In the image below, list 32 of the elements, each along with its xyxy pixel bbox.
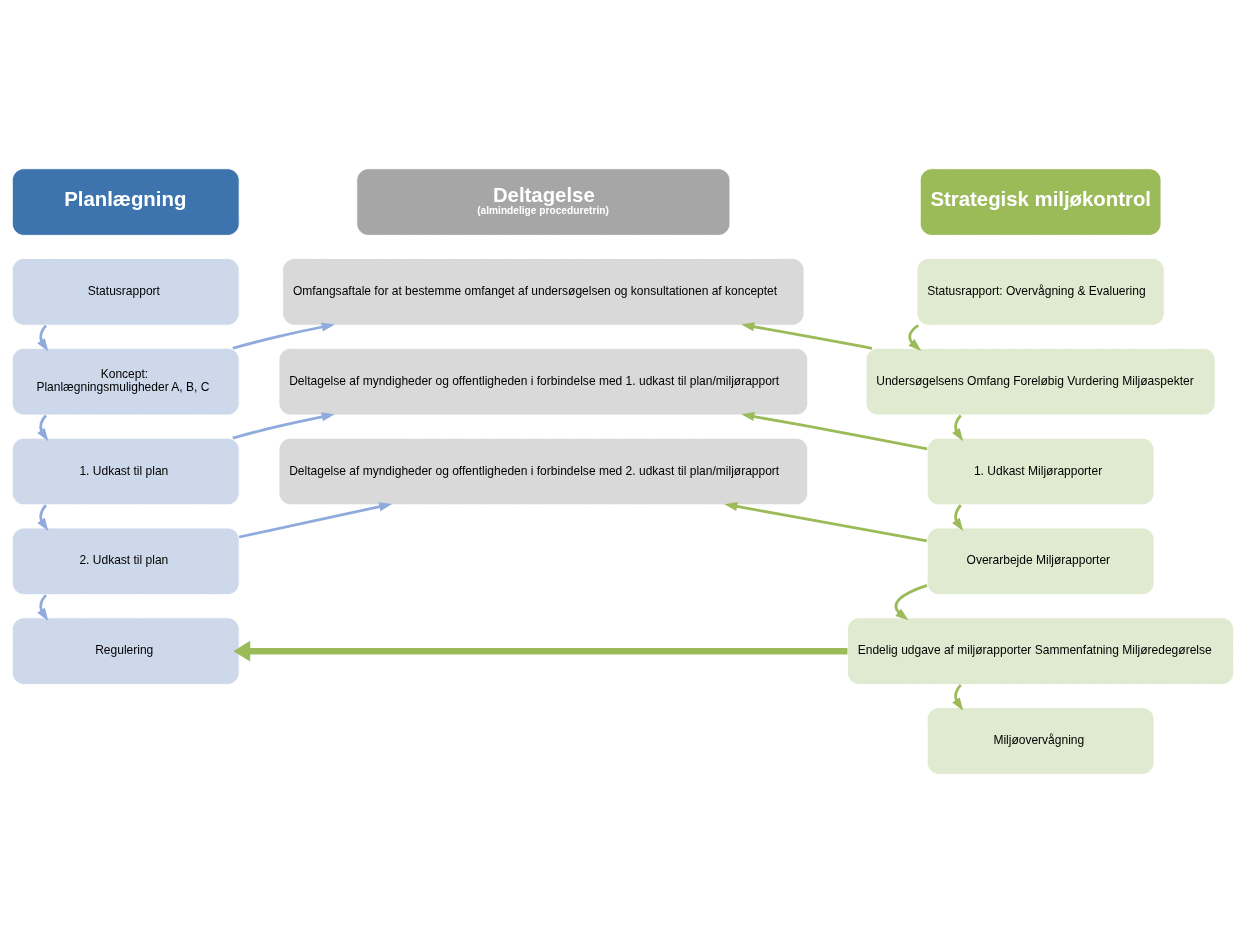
arrow	[952, 684, 964, 711]
node-box: 2. Udkast til plan	[11, 527, 240, 596]
arrow	[238, 502, 393, 539]
arrow	[724, 501, 928, 543]
node-box: Endelig udgave af miljørapporter Sammenfatning Miljøredegørelse	[847, 617, 1235, 685]
node-box: Koncept: Planlægningsmuligheder A, B, C	[11, 347, 240, 416]
node-box: Miljøovervågning	[926, 707, 1155, 775]
node-box: Omfangsaftale for at bestemme omfanget af undersøgelsen og konsultationen af konceptet	[282, 258, 805, 326]
arrow	[894, 584, 928, 621]
arrow	[37, 414, 49, 442]
node-box: Strategisk miljøkontrol	[919, 168, 1162, 236]
node-box: Deltagelse (almindelige proceduretrin)	[356, 168, 731, 236]
arrow	[37, 504, 49, 532]
node-box: Deltagelse af myndigheder og offentligheden i forbindelse med 2. udkast til plan/miljørapport	[278, 437, 809, 506]
arrow	[37, 324, 49, 352]
node-box: 1. Udkast til plan	[11, 437, 240, 506]
node-box: Deltagelse af myndigheder og offentligheden i forbindelse med 1. udkast til plan/miljørapport	[278, 347, 809, 416]
node-box: Overarbejde Miljørapporter	[926, 527, 1155, 596]
arrow	[908, 324, 922, 351]
arrow	[952, 414, 964, 442]
node-box: 1. Udkast Miljørapporter	[926, 437, 1155, 506]
node-box: Undersøgelsens Omfang Foreløbig Vurdering Miljøaspekter	[865, 347, 1216, 416]
node-box: Statusrapport: Overvågning & Evaluering	[916, 258, 1165, 326]
arrow	[233, 640, 848, 662]
arrow	[952, 504, 964, 532]
node-box: Statusrapport	[11, 258, 240, 326]
arrow	[741, 322, 873, 350]
arrow	[232, 322, 335, 350]
node-box: Regulering	[11, 617, 240, 685]
node-box: Planlægning	[11, 168, 240, 236]
arrow	[232, 412, 335, 440]
arrow	[741, 412, 928, 451]
